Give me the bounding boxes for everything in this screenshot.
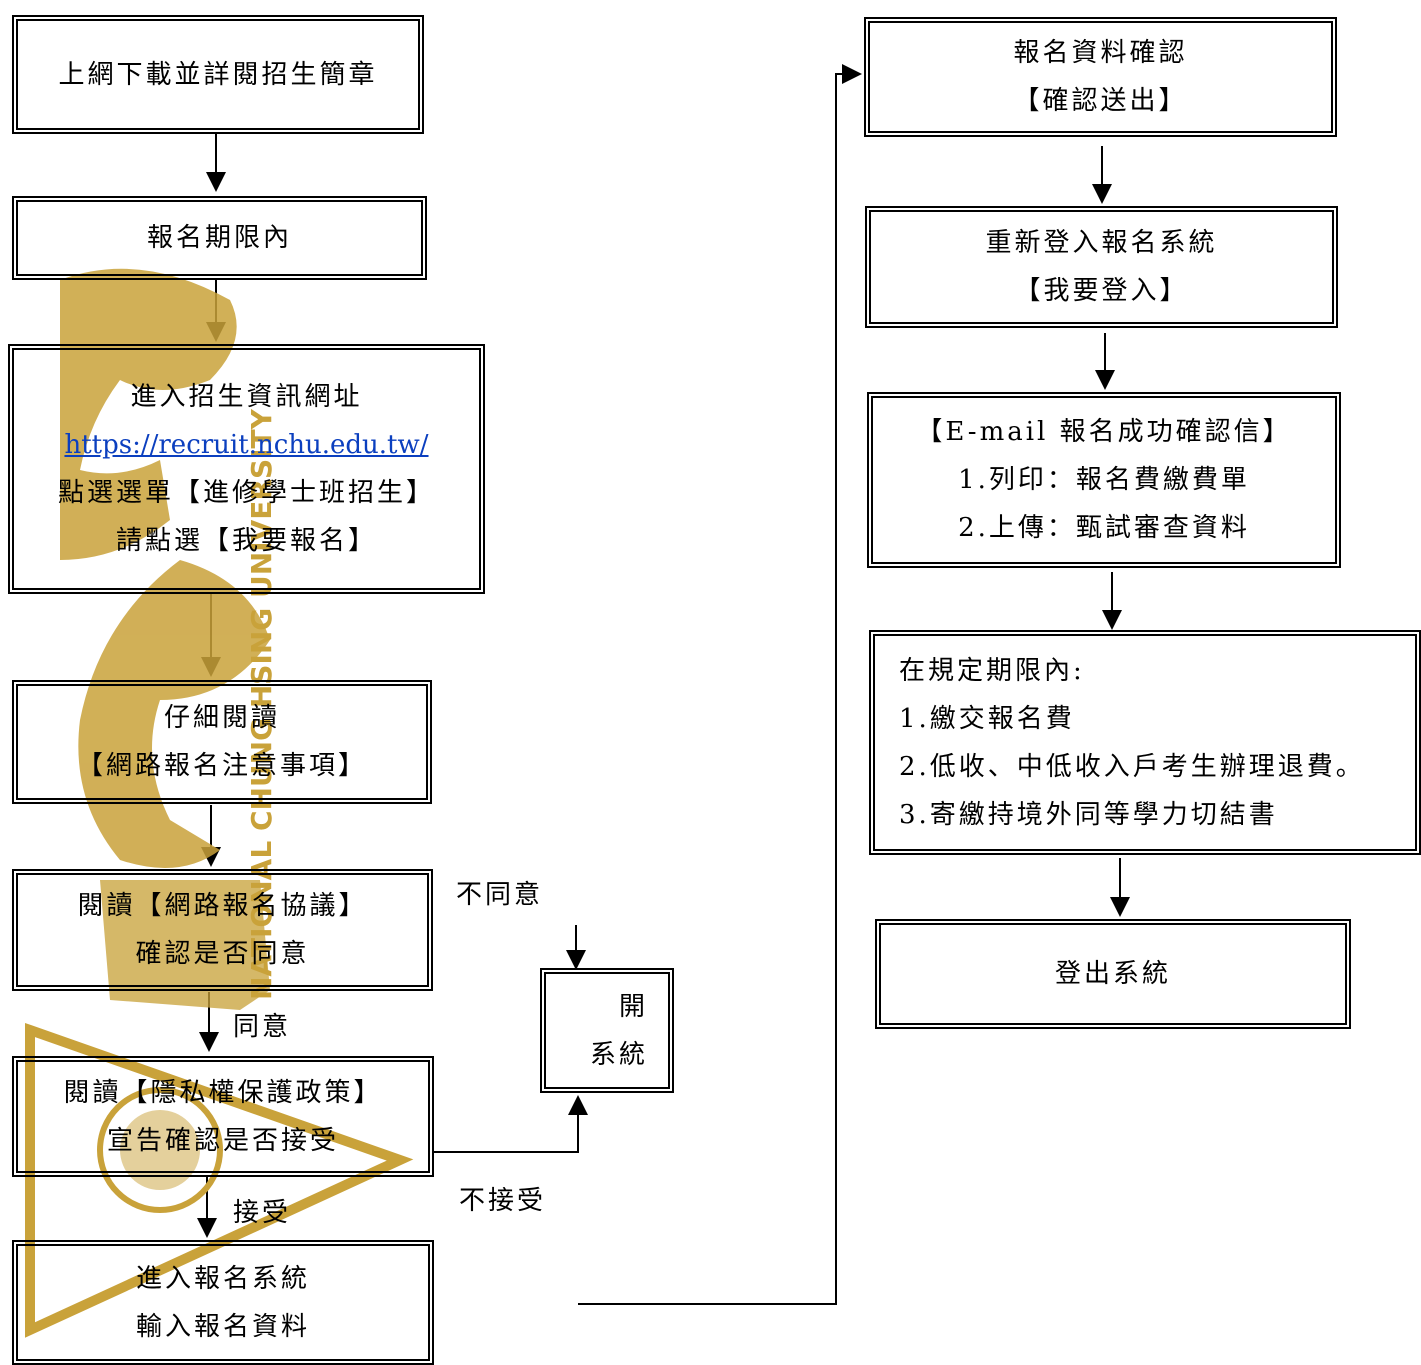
step-download-brochure: 上網下載並詳閱招生簡章 [12,15,424,134]
connector-step7-right1 [578,64,862,1305]
step4-line1: 仔細閱讀 [163,703,280,733]
step-confirmation-email: 【E-mail 報名成功確認信】 1.列印：報名費繳費單 2.上傳：甄試審查資料 [867,392,1341,568]
edge-label-reject: 不接受 [459,1186,547,1216]
right5-text: 登出系統 [1054,959,1171,989]
right3-line3: 2.上傳：甄試審查資料 [958,513,1250,543]
step3-line1: 進入招生資訊網址 [130,382,363,412]
step6-line1: 閱讀【隱私權保護政策】 [63,1077,383,1108]
leave-line2: 系統 [589,1039,648,1070]
admissions-url-link[interactable]: https://recruit.nchu.edu.tw/ [64,430,429,460]
step-registration-period: 報名期限內 [12,196,427,280]
step7-line1: 進入報名系統 [135,1263,310,1294]
step7-line2: 輸入報名資料 [135,1311,310,1342]
leave-line1: 開 [618,991,648,1022]
step-read-notice: 仔細閱讀 【網路報名注意事項】 [12,680,432,804]
step-privacy-policy-decision: 閱讀【隱私權保護政策】 宣告確認是否接受 [12,1056,434,1177]
step-relogin: 重新登入報名系統 【我要登入】 [865,206,1338,328]
step-download-brochure-text: 上網下載並詳閱招生簡章 [58,59,378,90]
right2-line1: 重新登入報名系統 [985,228,1218,258]
edge-label-agree: 同意 [233,1012,292,1042]
step-deadline-tasks: 在規定期限內: 1.繳交報名費 2.低收、中低收入戶考生辦理退費。 3.寄繳持境… [869,630,1421,855]
step3-line3: 請點選【我要報名】 [115,526,377,556]
right3-line2: 1.列印：報名費繳費單 [958,465,1250,495]
step3-line2: 點選選單【進修學士班招生】 [57,478,435,508]
step5-line1: 閱讀【網路報名協議】 [77,891,368,921]
right4-line4: 3.寄繳持境外同等學力切結書 [899,799,1278,830]
right2-line2: 【我要登入】 [1014,276,1189,306]
right1-line1: 報名資料確認 [1013,38,1188,68]
right4-line1: 在規定期限內: [899,655,1085,686]
arrow-reject-leave [434,1095,588,1153]
right1-line2: 【確認送出】 [1013,86,1188,116]
right3-line1: 【E-mail 報名成功確認信】 [916,417,1292,447]
step5-line2: 確認是否同意 [135,939,310,969]
step4-line2: 【網路報名注意事項】 [76,751,367,781]
step-logout: 登出系統 [875,919,1351,1029]
step-enter-admissions-site: 進入招生資訊網址 https://recruit.nchu.edu.tw/ 點選… [8,344,485,594]
right4-line2: 1.繳交報名費 [899,703,1075,734]
step-agreement-decision: 閱讀【網路報名協議】 確認是否同意 [12,869,433,991]
edge-label-accept: 接受 [233,1198,292,1228]
step-registration-period-text: 報名期限內 [146,223,292,253]
right4-line3: 2.低收、中低收入戶考生辦理退費。 [899,751,1365,782]
step-leave-system: 開 系統 [540,968,674,1093]
edge-label-disagree: 不同意 [456,880,544,910]
step6-line2: 宣告確認是否接受 [106,1125,339,1156]
step-enter-registration-system: 進入報名系統 輸入報名資料 [12,1240,434,1365]
step-confirm-submission: 報名資料確認 【確認送出】 [864,17,1337,137]
